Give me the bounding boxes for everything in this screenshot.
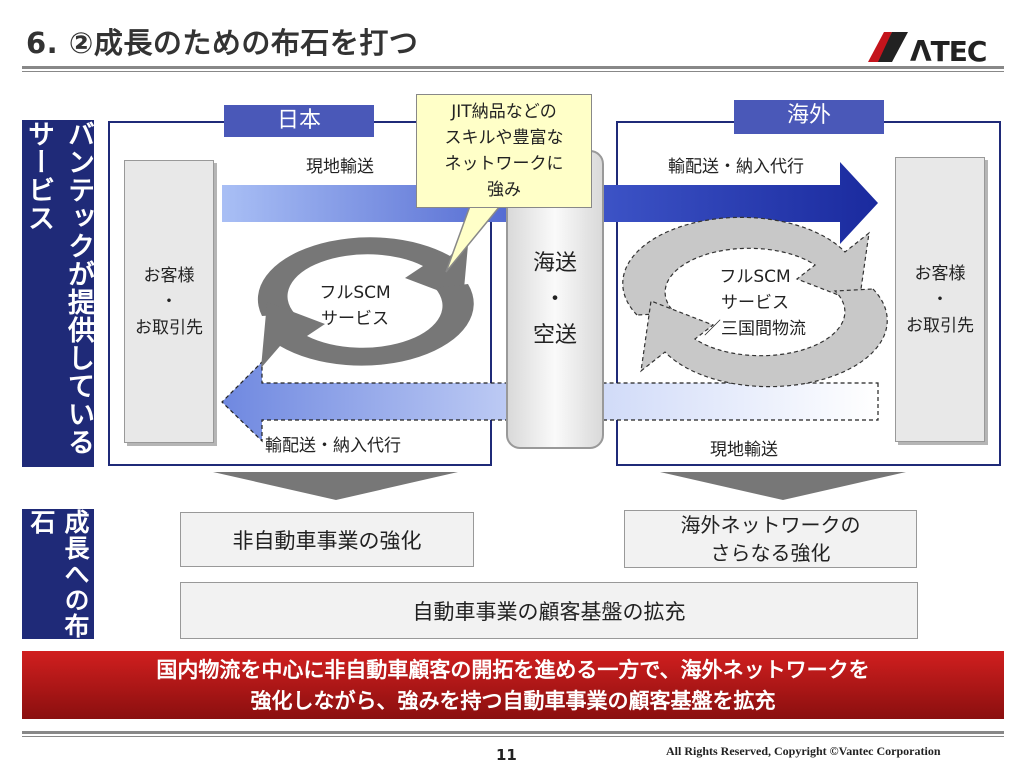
foundation-side-bar: 成長への布石 [22,509,94,639]
strategy-line: 海外ネットワークの [680,513,861,537]
strategy-overseas-network-box: 海外ネットワークの さらなる強化 [624,510,917,568]
callout-line: スキルや豊富な [444,128,564,148]
flow-label-japan-top: 現地輸送 [306,157,374,177]
strength-callout: JIT納品などの スキルや豊富な ネットワークに 強み [416,94,592,208]
transport-label: 海送 [532,250,577,276]
overseas-cycle-icon [622,216,888,388]
conclusion-line: 強化しながら、強みを持つ自動車事業の顧客基盤を拡充 [250,689,776,713]
svg-text:ΛTEC: ΛTEC [910,35,986,64]
customer-label: お取引先 [135,317,203,338]
conclusion-banner: 国内物流を中心に非自動車顧客の開拓を進める一方で、海外ネットワークを 強化しなが… [22,651,1004,719]
customer-label: お客様 [914,263,966,284]
vantec-logo: ΛTEC [868,32,1004,64]
strategy-non-auto-box: 非自動車事業の強化 [180,512,474,567]
customer-separator: ・ [931,289,949,310]
cycle-line: サービス [721,293,789,313]
region-tab-japan: 日本 [224,105,374,137]
customer-label: お客様 [143,265,195,286]
customer-box-overseas: お客様 ・ お取引先 [895,157,985,442]
flow-label-overseas-bottom: 現地輸送 [710,440,778,460]
callout-line: 強み [487,180,521,200]
transport-separator: ・ [543,286,566,312]
transport-label: 空送 [532,322,577,348]
footer-rule-thin [22,736,1004,737]
flow-label-overseas-top: 輸配送・納入代行 [668,157,804,177]
header-rule-thin [22,71,1004,72]
header-rule [22,66,1004,69]
page-number: 11 [496,746,517,764]
cycle-line: フルSCM [319,283,391,303]
slide-title: 6. ②成長のための布石を打つ [26,26,419,60]
down-arrow-left [213,472,458,500]
customer-label: お取引先 [906,315,974,336]
cycle-text-japan: フルSCM サービス [300,280,410,332]
customer-box-japan: お客様 ・ お取引先 [124,160,214,443]
callout-line: ネットワークに [444,154,564,174]
copyright-text: All Rights Reserved, Copyright ©Vantec C… [666,744,941,758]
customer-separator: ・ [160,291,178,312]
region-tab-overseas: 海外 [734,100,884,134]
down-arrow-right [660,472,906,500]
footer-rule [22,731,1004,734]
conclusion-line: 国内物流を中心に非自動車顧客の開拓を進める一方で、海外ネットワークを [156,658,870,682]
cycle-text-overseas: フルSCM サービス ／三国間物流 [690,264,820,342]
flow-label-japan-bottom: 輸配送・納入代行 [265,436,401,456]
strategy-line: さらなる強化 [710,541,831,565]
strategy-auto-base-box: 自動車事業の顧客基盤の拡充 [180,582,918,639]
cycle-line: サービス [321,309,389,329]
cycle-line: ／三国間物流 [704,319,806,339]
cycle-line: フルSCM [719,267,791,287]
callout-line: JIT納品などの [451,102,557,122]
japan-cycle-icon [257,234,474,368]
service-side-bar: バンテックが提供しているサービス [22,120,94,467]
